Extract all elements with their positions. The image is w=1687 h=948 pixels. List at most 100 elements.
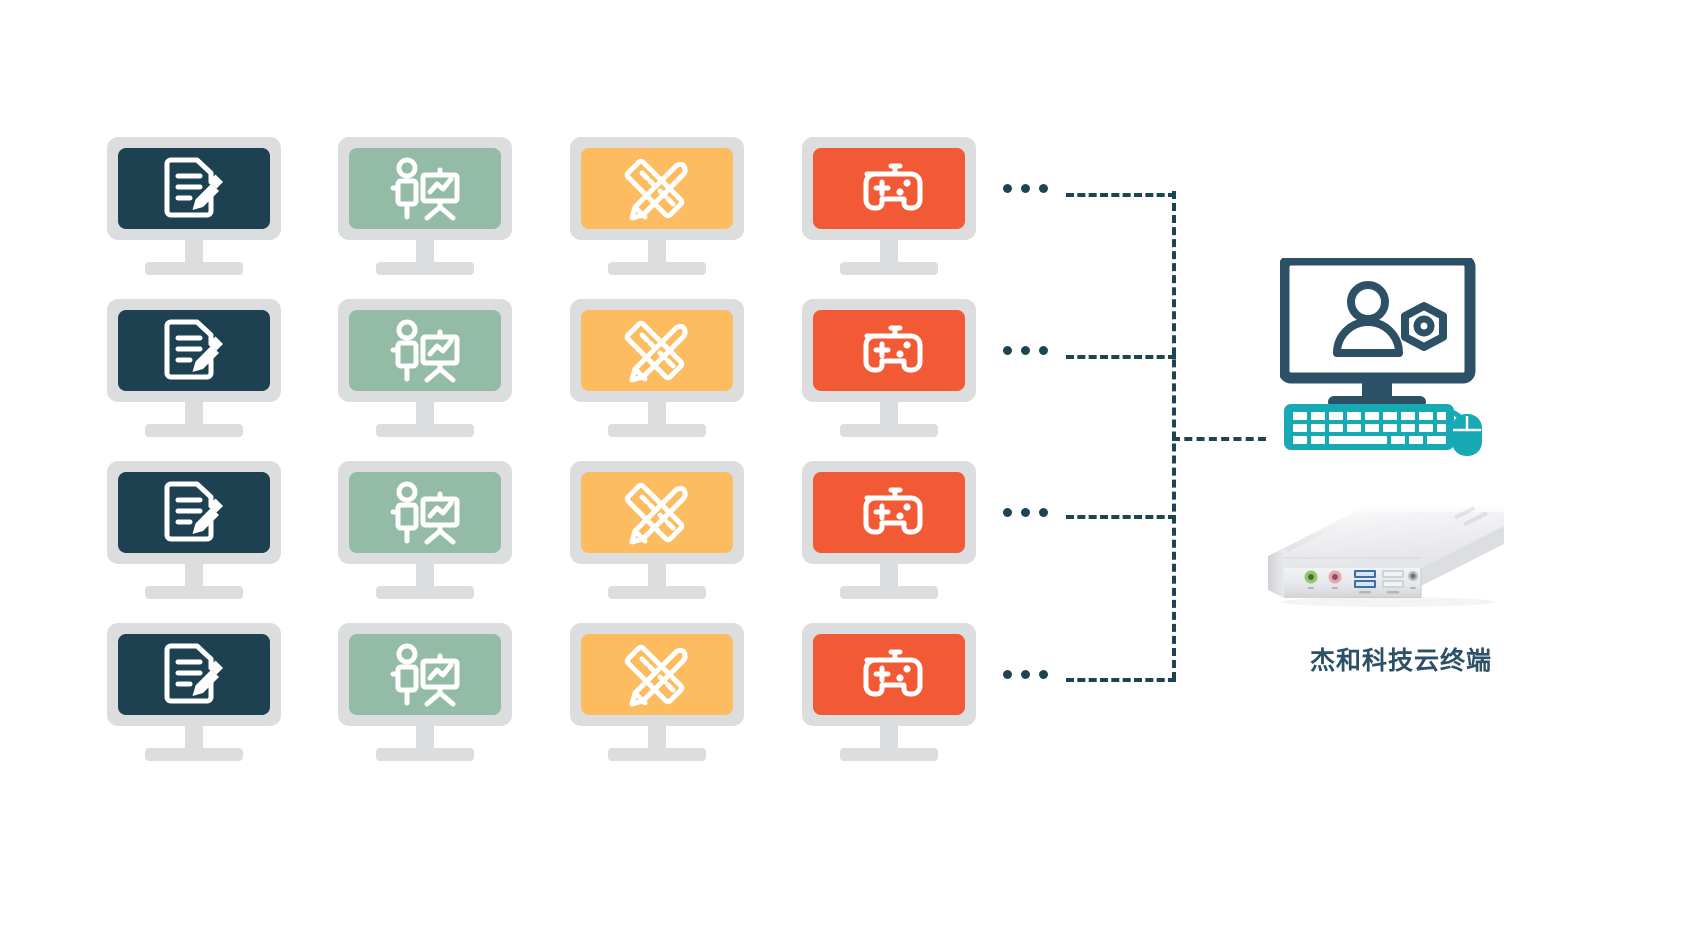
monitor-neck: [648, 564, 666, 588]
monitor-neck: [416, 726, 434, 750]
ruler-pencil-icon: [624, 482, 688, 544]
row-ellipsis: [1003, 508, 1048, 517]
monitor-neck: [880, 240, 898, 264]
keyboard-icon: [1284, 404, 1454, 450]
document-edit-icon: [164, 481, 223, 541]
monitor-bezel: [570, 299, 744, 402]
ellipsis-dot: [1003, 670, 1012, 679]
monitor-screen: [813, 472, 965, 553]
monitor-neck: [880, 726, 898, 750]
monitor-bezel: [802, 623, 976, 726]
monitor-neck: [880, 402, 898, 426]
ellipsis-dot: [1039, 508, 1048, 517]
monitor-neck: [416, 564, 434, 588]
ellipsis-dot: [1021, 508, 1030, 517]
client-monitor-gaming[interactable]: [802, 299, 976, 437]
ellipsis-dot: [1003, 346, 1012, 355]
client-monitor-presentation[interactable]: [338, 137, 512, 275]
client-monitor-document[interactable]: [107, 137, 281, 275]
cloud-terminal-device: [1258, 492, 1508, 632]
monitor-base: [145, 262, 243, 275]
monitor-bezel: [570, 461, 744, 564]
monitor-screen: [581, 148, 733, 229]
client-monitor-presentation[interactable]: [338, 623, 512, 761]
monitor-base: [840, 262, 938, 275]
client-monitor-presentation[interactable]: [338, 461, 512, 599]
connector-trunk-vertical: [1172, 191, 1176, 680]
ruler-pencil-icon: [624, 644, 688, 706]
monitor-base: [608, 262, 706, 275]
cloud-terminal-mouse: [1452, 414, 1482, 461]
monitor-base: [840, 748, 938, 761]
connector-branch-row-4: [1066, 678, 1176, 682]
client-monitor-document[interactable]: [107, 299, 281, 437]
monitor-base: [608, 424, 706, 437]
row-ellipsis: [1003, 346, 1048, 355]
ellipsis-dot: [1039, 184, 1048, 193]
monitor-bezel: [107, 299, 281, 402]
client-monitor-design[interactable]: [570, 299, 744, 437]
monitor-neck: [185, 564, 203, 588]
monitor-base: [376, 262, 474, 275]
row-ellipsis: [1003, 184, 1048, 193]
monitor-neck: [185, 402, 203, 426]
ruler-pencil-icon: [624, 158, 688, 220]
mouse-icon: [1452, 414, 1482, 456]
monitor-screen: [349, 148, 501, 229]
presentation-chart-icon: [390, 643, 460, 706]
ellipsis-dot: [1021, 346, 1030, 355]
game-controller-icon: [863, 649, 923, 696]
monitor-base: [145, 748, 243, 761]
client-monitor-gaming[interactable]: [802, 137, 976, 275]
connector-branch-row-2: [1066, 355, 1176, 359]
monitor-neck: [648, 726, 666, 750]
game-controller-icon: [863, 325, 923, 372]
monitor-base: [608, 748, 706, 761]
monitor-screen: [813, 148, 965, 229]
client-monitor-design[interactable]: [570, 623, 744, 761]
client-monitor-gaming[interactable]: [802, 623, 976, 761]
presentation-chart-icon: [390, 319, 460, 382]
document-edit-icon: [164, 157, 223, 217]
monitor-bezel: [570, 137, 744, 240]
row-ellipsis: [1003, 670, 1048, 679]
monitor-neck: [416, 240, 434, 264]
monitor-neck: [880, 564, 898, 588]
user-settings-monitor-icon: [1280, 258, 1476, 408]
monitor-neck: [416, 402, 434, 426]
client-monitor-document[interactable]: [107, 623, 281, 761]
monitor-base: [840, 586, 938, 599]
monitor-neck: [185, 240, 203, 264]
client-monitor-gaming[interactable]: [802, 461, 976, 599]
monitor-bezel: [338, 137, 512, 240]
client-monitor-presentation[interactable]: [338, 299, 512, 437]
ruler-pencil-icon: [624, 320, 688, 382]
monitor-screen: [813, 310, 965, 391]
monitor-screen: [349, 310, 501, 391]
game-controller-icon: [863, 163, 923, 210]
monitor-base: [376, 424, 474, 437]
monitor-base: [840, 424, 938, 437]
ellipsis-dot: [1003, 184, 1012, 193]
document-edit-icon: [164, 643, 223, 703]
client-monitor-document[interactable]: [107, 461, 281, 599]
monitor-screen: [349, 634, 501, 715]
monitor-bezel: [802, 299, 976, 402]
client-monitor-design[interactable]: [570, 461, 744, 599]
ellipsis-dot: [1039, 346, 1048, 355]
ellipsis-dot: [1021, 184, 1030, 193]
monitor-screen: [581, 310, 733, 391]
monitor-screen: [581, 634, 733, 715]
presentation-chart-icon: [390, 157, 460, 220]
document-edit-icon: [164, 319, 223, 379]
connector-branch-row-1: [1066, 193, 1176, 197]
monitor-bezel: [107, 137, 281, 240]
monitor-screen: [118, 310, 270, 391]
monitor-base: [376, 586, 474, 599]
cloud-terminal-keyboard: [1284, 404, 1454, 455]
monitor-screen: [813, 634, 965, 715]
monitor-screen: [118, 148, 270, 229]
connector-branch-row-3: [1066, 515, 1176, 519]
client-monitor-design[interactable]: [570, 137, 744, 275]
